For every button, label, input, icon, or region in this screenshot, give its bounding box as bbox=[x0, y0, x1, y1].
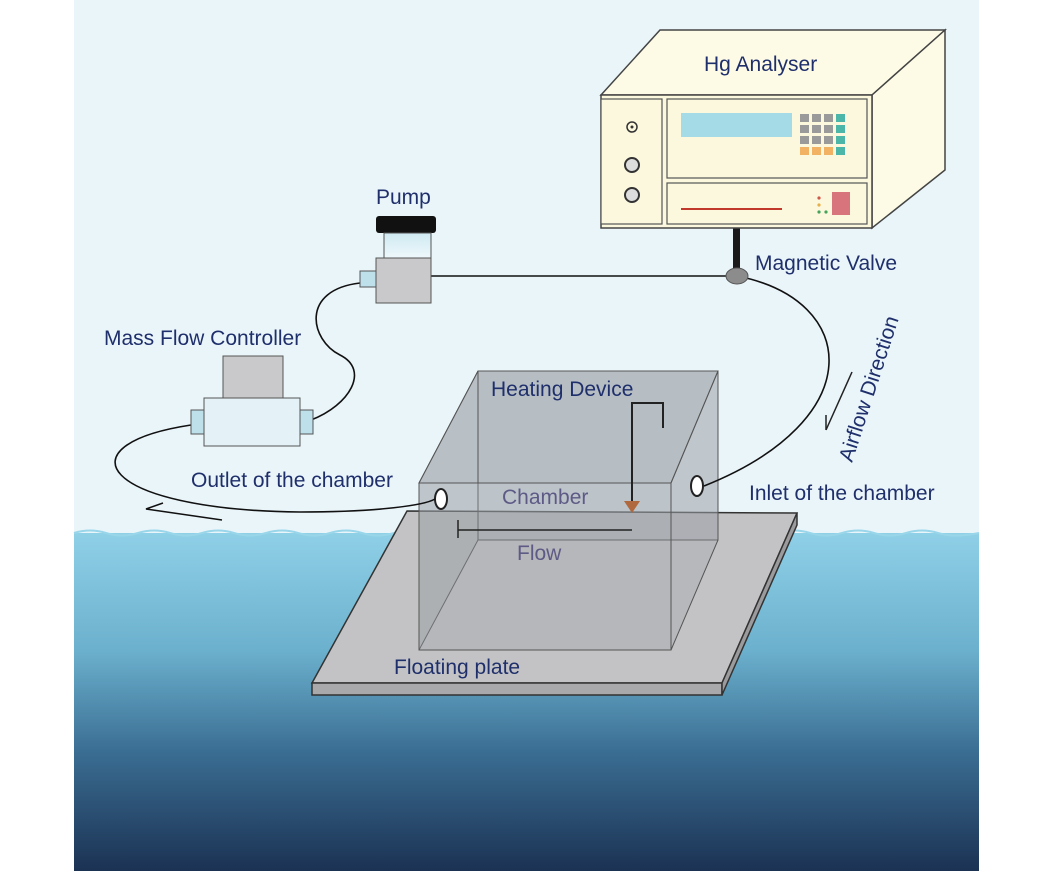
pump-icon bbox=[359, 216, 436, 304]
floating-plate-label: Floating plate bbox=[394, 656, 520, 679]
analyser-indicator-lights bbox=[817, 196, 828, 214]
mass-flow-controller-icon bbox=[190, 355, 314, 447]
airflow-direction-arrow bbox=[825, 371, 853, 431]
heating-device-label: Heating Device bbox=[491, 378, 633, 401]
return-flow-arrow bbox=[145, 502, 223, 521]
analyser-keypad bbox=[800, 114, 845, 155]
chamber-box bbox=[418, 370, 719, 651]
flow-label: Flow bbox=[517, 542, 562, 565]
analyser-display bbox=[681, 113, 792, 137]
inlet-label: Inlet of the chamber bbox=[749, 482, 935, 505]
valve-icon bbox=[725, 267, 749, 285]
inlet-port-icon bbox=[690, 475, 704, 497]
analyser-icon bbox=[599, 28, 947, 230]
tubing bbox=[114, 275, 830, 513]
analyser-red-panel bbox=[832, 192, 850, 215]
tube-pump-to-mfc bbox=[310, 282, 361, 421]
chamber-label: Chamber bbox=[502, 486, 588, 509]
tube-valve-to-inlet bbox=[703, 275, 830, 487]
analyser-knobs bbox=[624, 121, 640, 203]
tube-mfc-to-outlet bbox=[114, 424, 436, 513]
mass-flow-controller-label: Mass Flow Controller bbox=[104, 327, 301, 350]
magnetic-valve-label: Magnetic Valve bbox=[755, 252, 897, 275]
outlet-port-icon bbox=[434, 488, 448, 510]
flow-arrow bbox=[457, 520, 632, 538]
pump-label: Pump bbox=[376, 186, 431, 209]
analyser-stem bbox=[733, 228, 740, 270]
outlet-label: Outlet of the chamber bbox=[191, 469, 393, 492]
heating-device-probe bbox=[624, 402, 664, 513]
hg-analyser-label: Hg Analyser bbox=[704, 53, 817, 76]
